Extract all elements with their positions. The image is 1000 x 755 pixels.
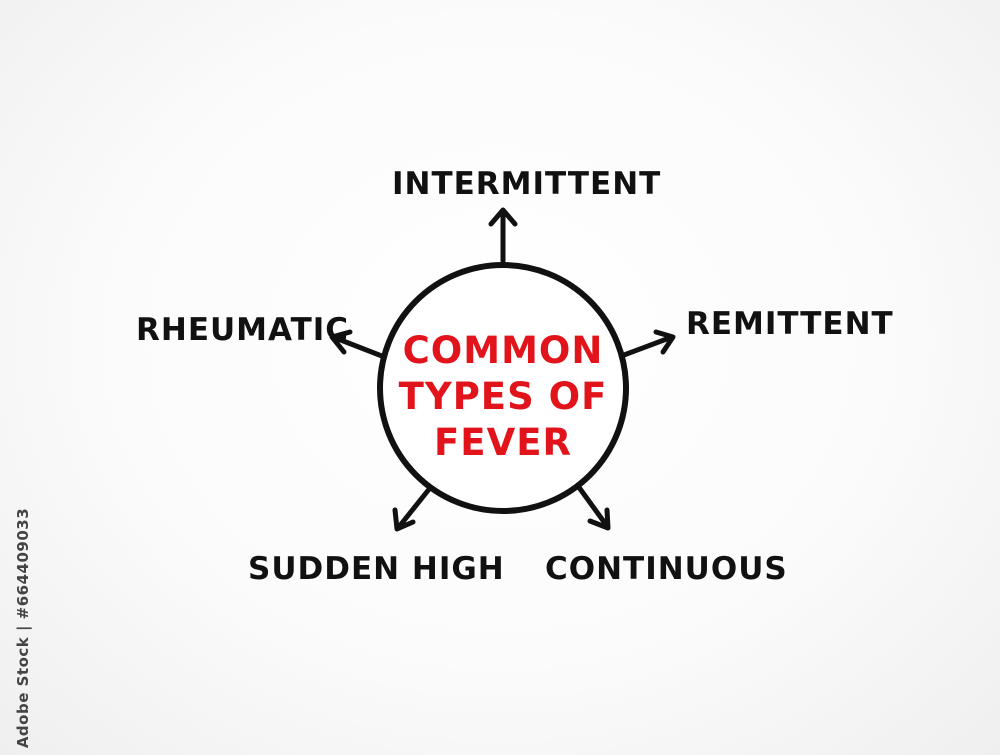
- node-label-remittent: REMITTENT: [686, 306, 894, 342]
- stock-id-watermark: Adobe Stock | #664409033: [4, 508, 42, 748]
- node-label-continuous: CONTINUOUS: [545, 551, 788, 587]
- arrow-rheumatic: [329, 329, 385, 359]
- arrow-remittent: [621, 329, 676, 358]
- center-title-line-3: FEVER: [434, 421, 572, 464]
- center-title-line-2: TYPES OF: [398, 375, 608, 418]
- arrow-continuous: [575, 483, 611, 531]
- arrow-sudden-high: [392, 485, 433, 532]
- center-title-line-1: COMMON: [402, 329, 604, 372]
- arrow-intermittent: [488, 207, 518, 264]
- stock-id-text: Adobe Stock | #664409033: [14, 507, 32, 749]
- node-label-rheumatic: RHEUMATIC: [136, 312, 350, 348]
- node-label-intermittent: INTERMITTENT: [392, 166, 662, 202]
- center-circle: [377, 262, 629, 514]
- center-title: COMMON TYPES OF FEVER: [378, 328, 628, 466]
- node-label-sudden-high: SUDDEN HIGH: [248, 551, 505, 587]
